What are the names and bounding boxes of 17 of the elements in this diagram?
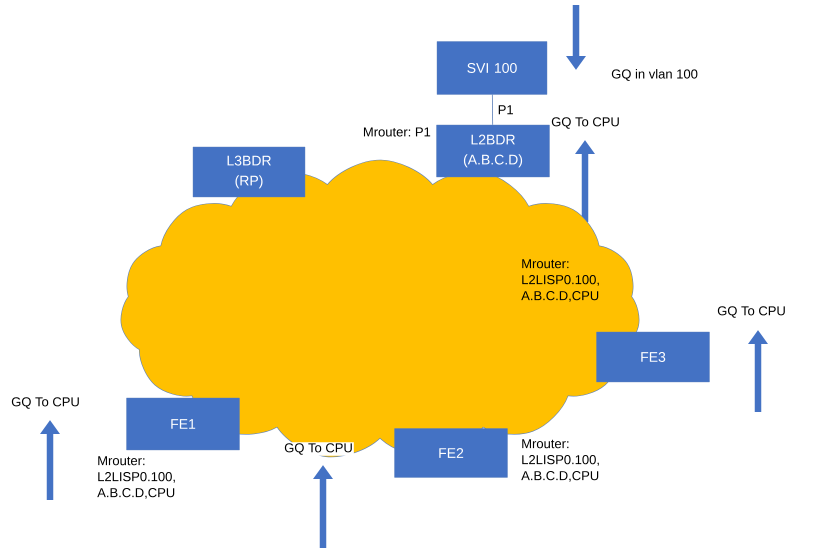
network-device-box: FE1 [126, 398, 240, 450]
text-label: Mrouter: L2LISP0.100, A.B.C.D,CPU [521, 259, 599, 302]
mrouter-note: Mrouter: L2LISP0.100, A.B.C.D,CPU [97, 456, 175, 499]
network-device-box: L2BDR (A.B.C.D) [436, 124, 550, 178]
network-device-box: L3BDR (RP) [192, 146, 306, 198]
edge-label: P1 [498, 105, 513, 114]
text-label: GQ in vlan 100 [610, 68, 699, 82]
network-device-box: FE3 [596, 332, 710, 382]
mrouter-note: Mrouter: P1 [364, 127, 430, 137]
text-label: GQ To CPU [716, 305, 787, 319]
text-label: GQ To CPU [10, 396, 81, 410]
text-label: GQ To CPU [550, 116, 621, 130]
network-device-box: FE2 [394, 428, 508, 478]
text-label: Mrouter: L2LISP0.100, A.B.C.D,CPU [521, 439, 599, 482]
network-device-box: SVI 100 [436, 41, 548, 95]
connector-line [492, 94, 494, 126]
text-label: GQ To CPU [283, 442, 354, 456]
